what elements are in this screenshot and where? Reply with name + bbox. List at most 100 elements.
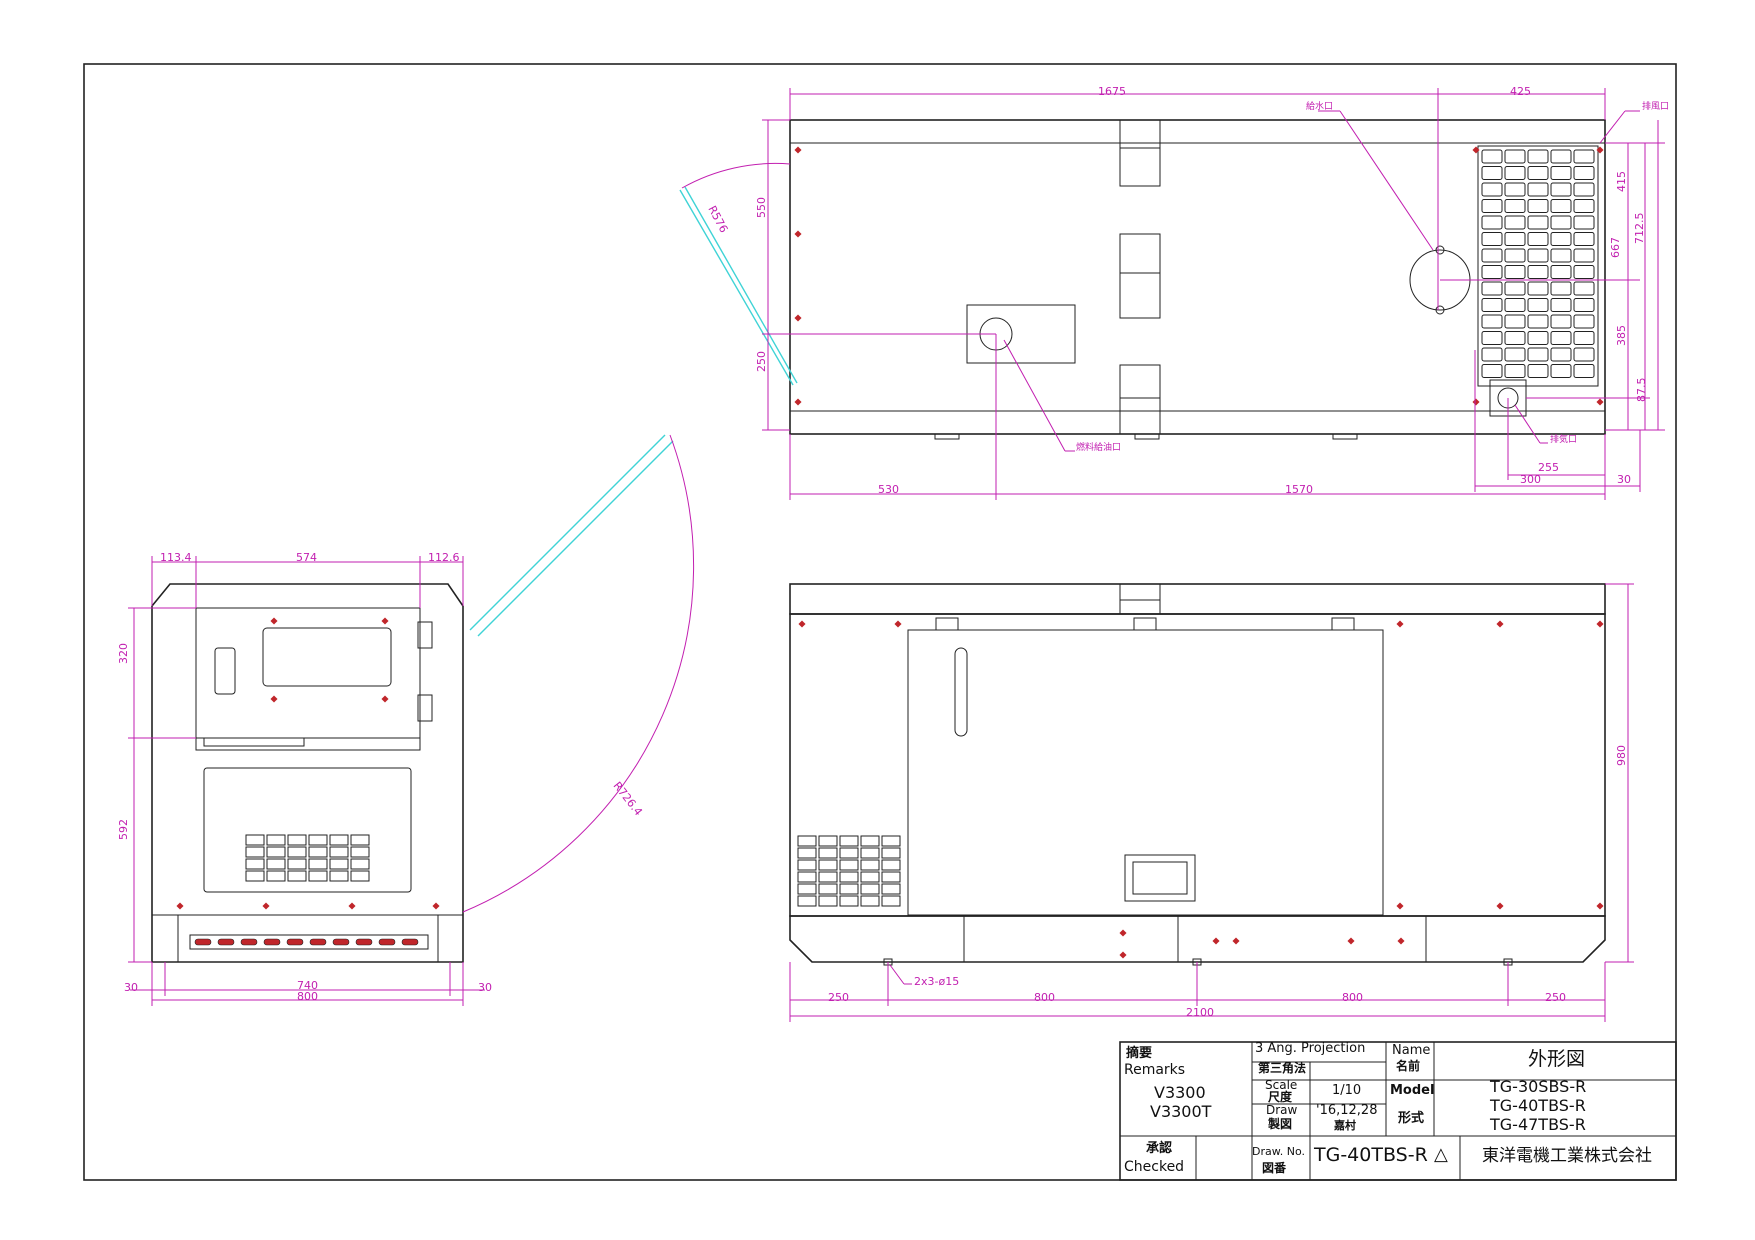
tb-remark-1: V3300 [1154, 1083, 1206, 1102]
bolt-marker [794, 146, 802, 154]
bolt-marker [798, 620, 806, 628]
dim-574: 574 [296, 551, 317, 564]
radiator-grille [1477, 145, 1599, 387]
dim-300: 300 [1520, 473, 1541, 486]
main-door [907, 629, 1384, 916]
tb-draw-jp: 製図 [1268, 1117, 1293, 1131]
lifting-bracket [1119, 364, 1161, 435]
drawing-frame [83, 63, 1677, 1181]
lifting-bracket [1119, 119, 1161, 187]
bolt-marker [794, 398, 802, 406]
base-vent [189, 934, 429, 950]
tb-drawing-name: 外形図 [1528, 1048, 1586, 1070]
side-view [151, 434, 695, 963]
top-view-dimensions [762, 88, 1665, 500]
tb-remarks-jp: 摘要 [1126, 1046, 1153, 1061]
dim-712-5: 712.5 [1633, 212, 1646, 245]
door-open-line [679, 189, 794, 386]
bolt-marker [894, 620, 902, 628]
dim-113-4: 113.4 [160, 551, 192, 564]
tb-projection-en: 3 Ang. Projection [1255, 1041, 1366, 1056]
bolt-marker [1496, 902, 1504, 910]
tb-model-jp: 形式 [1398, 1111, 1425, 1126]
tb-scale-value: 1/10 [1332, 1083, 1362, 1098]
tb-name-jp: 名前 [1396, 1059, 1421, 1073]
bolt-marker [381, 617, 389, 625]
door-swing-arc [681, 162, 791, 189]
note-water-inlet: 給水口 [1306, 102, 1334, 112]
note-fuel-inlet: 燃料給油口 [1076, 443, 1122, 453]
bolt-marker [1396, 902, 1404, 910]
dim-1675: 1675 [1098, 85, 1126, 98]
dim-30-left: 30 [124, 981, 138, 994]
tb-checked-jp: 承認 [1146, 1141, 1173, 1156]
tb-name-en: Name [1392, 1043, 1431, 1058]
note-exhaust-air: 排風口 [1642, 102, 1670, 112]
dim-415: 415 [1615, 171, 1628, 192]
dim-2100: 2100 [1186, 1006, 1214, 1019]
bolt-marker [348, 902, 356, 910]
tb-drawno-en: Draw. No. [1252, 1145, 1305, 1158]
bolt-marker [1232, 937, 1240, 945]
dim-87-5: 87.5 [1635, 377, 1648, 403]
bolt-marker [1347, 937, 1355, 945]
door-lock [1124, 854, 1196, 902]
bolt-marker [262, 902, 270, 910]
bolt-marker [1596, 398, 1604, 406]
dim-1570: 1570 [1285, 483, 1313, 496]
dim-255: 255 [1538, 461, 1559, 474]
front-view [789, 583, 1606, 966]
tb-drawer: 嘉村 [1334, 1119, 1356, 1132]
dim-250-right: 250 [1545, 991, 1566, 1004]
hinge [417, 694, 433, 722]
dim-800-side: 800 [297, 990, 318, 1003]
tb-scale-en: Scale [1265, 1078, 1298, 1092]
dim-320: 320 [117, 643, 130, 664]
top-view [679, 119, 1606, 440]
tb-model-3: TG-47TBS-R [1490, 1115, 1586, 1134]
dim-425: 425 [1510, 85, 1531, 98]
lifting-bracket [1119, 233, 1161, 319]
revision-triangle-icon: △ [1434, 1144, 1448, 1165]
dim-385: 385 [1615, 325, 1628, 346]
tb-model-en: Model [1390, 1083, 1435, 1098]
dim-30-right: 30 [478, 981, 492, 994]
dim-980: 980 [1615, 745, 1628, 766]
bolt-marker [1212, 937, 1220, 945]
dim-250: 250 [755, 351, 768, 372]
note-exhaust-gas: 排気口 [1550, 435, 1578, 445]
bolt-marker [1119, 929, 1127, 937]
bolt-marker [270, 617, 278, 625]
tb-company: 東洋電機工業株式会社 [1482, 1146, 1652, 1166]
tb-checked-en: Checked [1124, 1159, 1185, 1175]
tb-model-2: TG-40TBS-R [1490, 1096, 1586, 1115]
dim-740: 740 [297, 979, 318, 992]
tb-projection-jp: 第三角法 [1258, 1061, 1307, 1075]
front-view-dimensions [789, 583, 1634, 1022]
dim-592: 592 [117, 819, 130, 840]
bolt-marker [1496, 620, 1504, 628]
door-grip [954, 647, 968, 737]
dim-30-top: 30 [1617, 473, 1631, 486]
dim-667: 667 [1609, 237, 1622, 258]
base-frame [789, 915, 1606, 963]
side-view-dimensions [128, 556, 485, 1006]
tb-drawno-jp: 図番 [1262, 1161, 1287, 1175]
door-handle [214, 647, 236, 695]
tb-scale-jp: 尺度 [1268, 1090, 1293, 1104]
enclosure-body [789, 613, 1606, 917]
bolt-marker [1396, 620, 1404, 628]
dim-112-6: 112.6 [428, 551, 460, 564]
dim-800-right: 800 [1342, 991, 1363, 1004]
bolt-marker [270, 695, 278, 703]
tb-drawing-number: TG-40TBS-R [1314, 1144, 1428, 1166]
bolt-marker [794, 230, 802, 238]
bolt-marker [176, 902, 184, 910]
door-swing-arc [462, 434, 695, 913]
dim-holes: 2x3-ø15 [914, 975, 960, 988]
bolt-marker [1119, 951, 1127, 959]
display-window [262, 627, 392, 687]
door-open-line [469, 434, 666, 631]
roof [789, 583, 1606, 615]
